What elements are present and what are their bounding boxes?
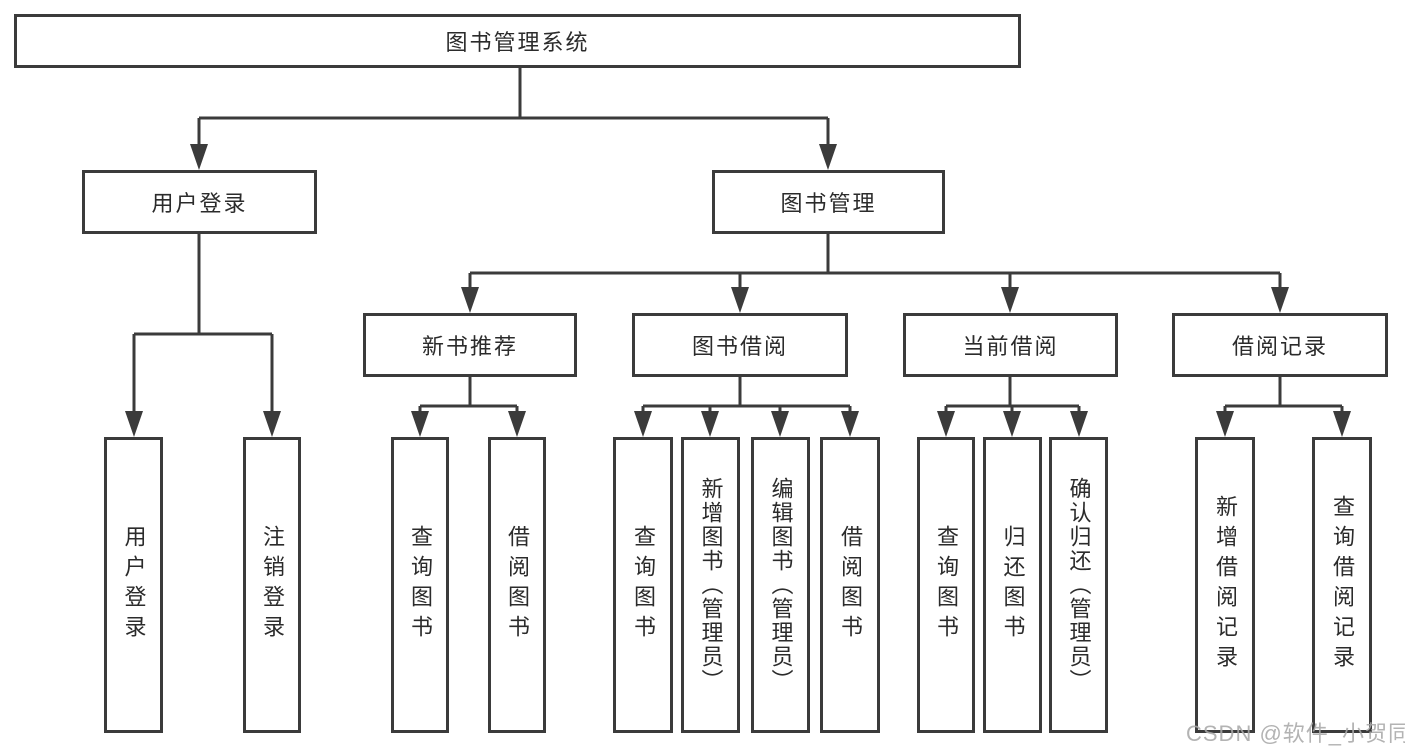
node-borrow-records: 借阅记录 xyxy=(1172,313,1388,377)
node-root-system: 图书管理系统 xyxy=(14,14,1021,68)
leaf-br-add-borrow-record-label: 新增借阅记录 xyxy=(1213,495,1238,675)
leaf-cb-confirm-return-admin: 确认归还（管理员） xyxy=(1049,437,1108,733)
leaf-br-query-borrow-record-label: 查询借阅记录 xyxy=(1330,495,1355,675)
leaf-cb-query-books: 查询图书 xyxy=(917,437,975,733)
leaf-nb-query-books-label: 查询图书 xyxy=(408,525,433,645)
leaf-bb-borrow-books-label: 借阅图书 xyxy=(838,525,863,645)
leaf-bb-add-books-admin: 新增图书（管理员） xyxy=(681,437,740,733)
arrowheads xyxy=(125,144,1351,437)
leaf-br-query-borrow-record: 查询借阅记录 xyxy=(1312,437,1372,733)
leaf-bb-add-books-admin-label: 新增图书（管理员） xyxy=(698,477,724,693)
leaf-cb-return-books: 归还图书 xyxy=(983,437,1042,733)
leaf-nb-query-books: 查询图书 xyxy=(391,437,449,733)
edge-borrow-records-to-leaves xyxy=(1223,377,1344,418)
edge-new-book-recommend-to-leaves xyxy=(418,377,519,418)
edge-book-management-to-level3 xyxy=(468,234,1282,293)
leaf-user-login: 用户登录 xyxy=(104,437,163,733)
leaf-br-add-borrow-record: 新增借阅记录 xyxy=(1195,437,1255,733)
leaf-bb-query-books: 查询图书 xyxy=(613,437,673,733)
leaf-bb-query-books-label: 查询图书 xyxy=(631,525,656,645)
leaf-nb-borrow-books: 借阅图书 xyxy=(488,437,546,733)
leaf-cb-return-books-label: 归还图书 xyxy=(1000,525,1026,645)
leaf-bb-borrow-books: 借阅图书 xyxy=(820,437,880,733)
leaf-bb-edit-books-admin: 编辑图书（管理员） xyxy=(751,437,810,733)
leaf-cb-confirm-return-admin-label: 确认归还（管理员） xyxy=(1066,477,1092,693)
leaf-bb-edit-books-admin-label: 编辑图书（管理员） xyxy=(768,477,794,693)
node-book-management: 图书管理 xyxy=(712,170,945,234)
node-current-borrow: 当前借阅 xyxy=(903,313,1118,377)
leaf-cb-query-books-label: 查询图书 xyxy=(934,525,959,645)
leaf-user-login-label: 用户登录 xyxy=(121,525,147,645)
node-book-borrow: 图书借阅 xyxy=(632,313,848,377)
leaf-nb-borrow-books-label: 借阅图书 xyxy=(505,525,530,645)
leaf-logout-label: 注销登录 xyxy=(260,525,285,645)
csdn-watermark: CSDN @软件_小贺同学 xyxy=(1186,721,1405,746)
edge-user-login-to-leaves xyxy=(132,233,274,418)
node-new-book-recommend: 新书推荐 xyxy=(363,313,577,377)
leaf-logout: 注销登录 xyxy=(243,437,301,733)
node-user-login: 用户登录 xyxy=(82,170,317,234)
edge-book-borrow-to-leaves xyxy=(641,377,852,418)
edge-root-to-level2 xyxy=(197,68,830,150)
